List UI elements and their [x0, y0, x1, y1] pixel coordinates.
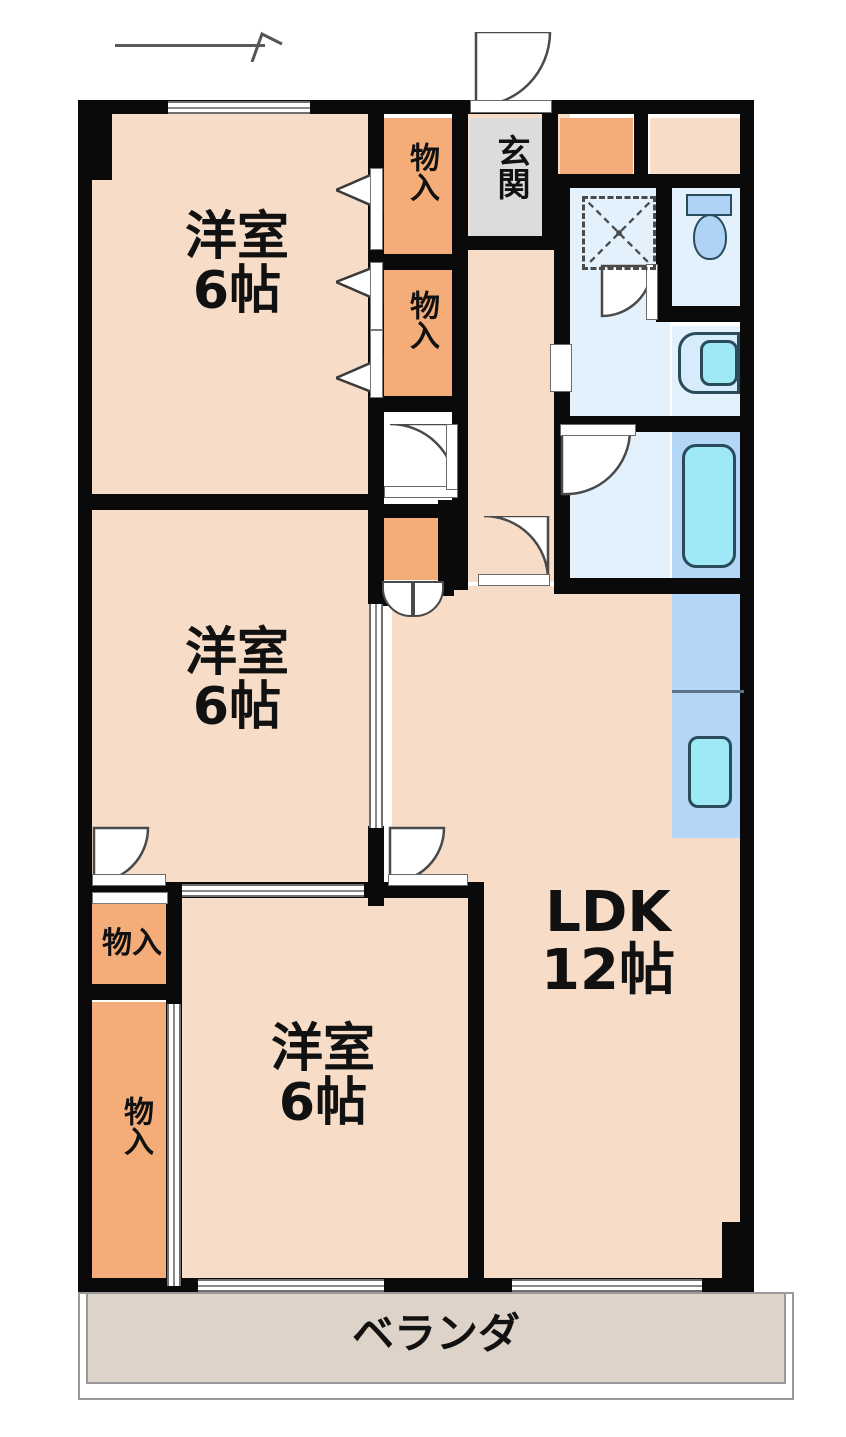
wall-ldk-left-lower	[468, 882, 484, 1282]
door-bedroom-top-jamb	[446, 424, 458, 490]
wall-exterior-right	[740, 100, 754, 1292]
closet-small-label: 物入	[92, 928, 172, 959]
upper-right-storage-floor	[650, 118, 743, 180]
closet-top1-label: 物入	[402, 142, 439, 202]
kitchen-counter-divider	[672, 690, 744, 693]
wall-toilet-left	[656, 186, 672, 320]
ldk-label-line2: 12帖	[541, 938, 675, 1004]
closet-small-floor	[90, 904, 175, 986]
closet-small-label-text: 物入	[102, 926, 162, 961]
bedroom-middle-label-line2: 6帖	[192, 677, 282, 738]
bedroom-bottom-label-line1: 洋室	[270, 1019, 375, 1079]
bedroom-middle-label-line1: 洋室	[184, 623, 289, 683]
bedroom-middle-floor	[90, 510, 380, 890]
wall-exterior-left	[78, 100, 92, 1292]
north-arrow-head	[250, 31, 283, 62]
north-arrow-line	[115, 44, 265, 47]
closet-large-sliding-doors[interactable]	[167, 1004, 181, 1286]
closet-mid-floor	[382, 518, 444, 580]
closet-top1-label-text: 物入	[404, 142, 439, 202]
window-bedroom-bottom-veranda	[198, 1279, 384, 1292]
door-bedroom-bottom-leaf	[388, 874, 468, 886]
bedroom-top-label-line2: 6帖	[192, 261, 282, 322]
closet-top2-door-jamb-lower	[370, 330, 383, 398]
washing-machine-pan	[582, 196, 656, 270]
closet-large-floor	[90, 1002, 175, 1286]
door-toilet-jamb	[646, 264, 658, 320]
wall-between-top-closets	[368, 254, 468, 270]
ldk-label-line1: LDK	[545, 880, 671, 945]
door-bedroom-middle-leaf	[92, 874, 166, 886]
window-bedroom-top	[168, 101, 310, 114]
bedroom-top-floor	[90, 112, 380, 502]
window-ldk-veranda	[512, 1279, 702, 1292]
closet-top2-label: 物入	[402, 290, 439, 350]
wall-genkan-bottom	[462, 236, 554, 250]
wall-between-bottom-closets	[78, 984, 182, 1000]
veranda-floor	[86, 1292, 786, 1384]
shoe-closet-floor	[560, 118, 633, 180]
wall-closet-top-bottom	[368, 396, 468, 412]
kitchen-sink	[688, 736, 732, 808]
bedroom-bottom-label-line2: 6帖	[278, 1073, 368, 1134]
door-corridor-to-ldk[interactable]	[478, 516, 550, 586]
sliding-door-bedroom-middle-ldk[interactable]	[369, 604, 383, 828]
wall-shoe-right	[634, 110, 648, 188]
genkan-label: 玄関	[488, 134, 531, 200]
genkan-label-text: 玄関	[492, 134, 531, 200]
veranda-label: ベランダ	[286, 1312, 586, 1356]
wall-bedroom-middle-right	[368, 494, 384, 604]
closet-small-door[interactable]	[92, 892, 168, 904]
closet-top1-door-jamb	[370, 168, 383, 250]
genkan-floor	[470, 118, 542, 236]
closet-large-label-text: 物入	[118, 1096, 153, 1156]
wall-mid-closet-top	[368, 504, 454, 518]
door-ldk-leaf	[478, 574, 550, 586]
vanity-basin	[700, 340, 738, 386]
bedroom-top-label-line1: 洋室	[184, 207, 289, 267]
door-bathroom[interactable]	[550, 344, 572, 392]
wall-bath-bottom	[554, 578, 754, 594]
wall-bedroom-top-bottom	[78, 494, 384, 510]
window-bedroom-middle-top-strip	[182, 884, 364, 897]
door-washroom[interactable]	[560, 424, 636, 496]
closet-top2-floor	[382, 270, 454, 398]
bedroom-bottom-floor	[180, 896, 480, 1286]
wall-toilet-bottom	[656, 306, 754, 322]
closet-top2-label-text: 物入	[404, 290, 439, 350]
door-bedroom-top-leaf	[384, 486, 458, 498]
closet-mid-double-door[interactable]	[382, 580, 444, 618]
wall-bath-top	[656, 416, 754, 432]
front-door-leaf	[470, 100, 552, 113]
door-washroom-leaf	[560, 424, 636, 436]
veranda-label-text: ベランダ	[351, 1309, 520, 1358]
washing-machine-cross-icon	[587, 201, 651, 265]
wall-upper-storage-bottom	[554, 174, 754, 188]
toilet-bowl	[693, 214, 727, 260]
closet-large-label: 物入	[114, 1096, 153, 1156]
bathtub	[682, 444, 736, 568]
closet-top2-door-jamb-upper	[370, 262, 383, 330]
closet-top1-floor	[382, 118, 454, 254]
toilet-tank	[686, 194, 732, 216]
wall-mid-closet-right	[438, 500, 454, 596]
